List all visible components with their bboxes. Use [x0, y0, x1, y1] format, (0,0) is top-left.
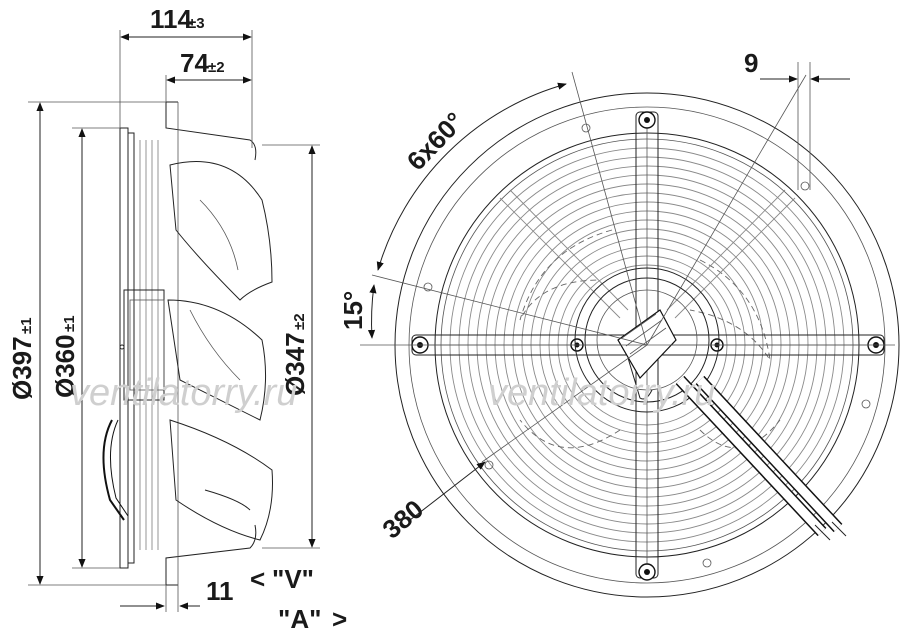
- dim-bolt-circle: 380: [377, 494, 430, 545]
- watermark: ventilatorry.ru: [70, 372, 297, 414]
- svg-text:±1: ±1: [18, 317, 35, 334]
- svg-text:±2: ±2: [208, 59, 225, 76]
- watermark: ventilatorry.ru: [488, 372, 715, 414]
- svg-text:74: 74: [180, 48, 209, 78]
- dim-slot-width: 9: [744, 48, 758, 78]
- svg-text:"V": "V": [272, 564, 314, 594]
- svg-text:±2: ±2: [291, 313, 308, 330]
- side-view: [28, 30, 320, 612]
- svg-text:±3: ±3: [188, 15, 205, 32]
- dim-blade-diameter: Ø347 ±2: [280, 313, 310, 396]
- svg-text:<: <: [250, 564, 265, 594]
- view-label-a: "A" >: [278, 604, 347, 634]
- svg-text:±1: ±1: [61, 315, 78, 332]
- dim-outer-diameter: Ø397 ±1: [7, 317, 37, 400]
- svg-text:Ø347: Ø347: [280, 332, 310, 396]
- dim-angle: 15°: [338, 291, 368, 330]
- dim-depth-blade: 74 ±2: [180, 48, 225, 78]
- svg-text:Ø360: Ø360: [50, 334, 80, 398]
- dim-depth-total: 114 ±3: [150, 4, 205, 34]
- svg-text:114: 114: [150, 4, 192, 34]
- front-view: [360, 62, 900, 598]
- svg-text:"A": "A": [278, 604, 321, 634]
- dim-flange: 11: [206, 576, 234, 606]
- dim-ring-diameter: Ø360 ±1: [50, 315, 80, 398]
- svg-text:Ø397: Ø397: [7, 336, 37, 400]
- view-label-v: < "V": [250, 564, 314, 594]
- svg-text:>: >: [332, 604, 347, 634]
